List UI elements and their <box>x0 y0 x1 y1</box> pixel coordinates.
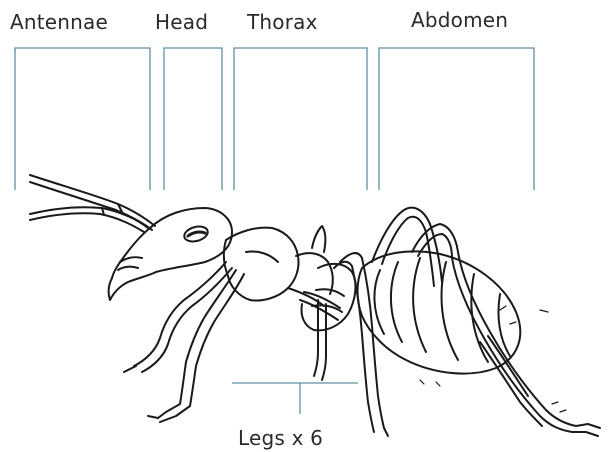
abdomen-drawing <box>358 251 521 373</box>
label-head: Head <box>155 10 208 34</box>
brackets <box>15 48 534 414</box>
bracket-thorax <box>234 48 367 190</box>
label-legs: Legs x 6 <box>238 426 323 450</box>
ant-illustration <box>30 175 600 436</box>
label-abdomen: Abdomen <box>411 8 508 32</box>
hair-details <box>420 306 566 412</box>
bracket-head <box>164 48 222 190</box>
antennae-drawing <box>30 175 155 232</box>
label-thorax: Thorax <box>247 10 318 34</box>
bracket-abdomen <box>379 48 534 190</box>
head-drawing <box>109 208 232 300</box>
bracket-antennae <box>15 48 150 190</box>
label-antennae: Antennae <box>10 10 108 34</box>
